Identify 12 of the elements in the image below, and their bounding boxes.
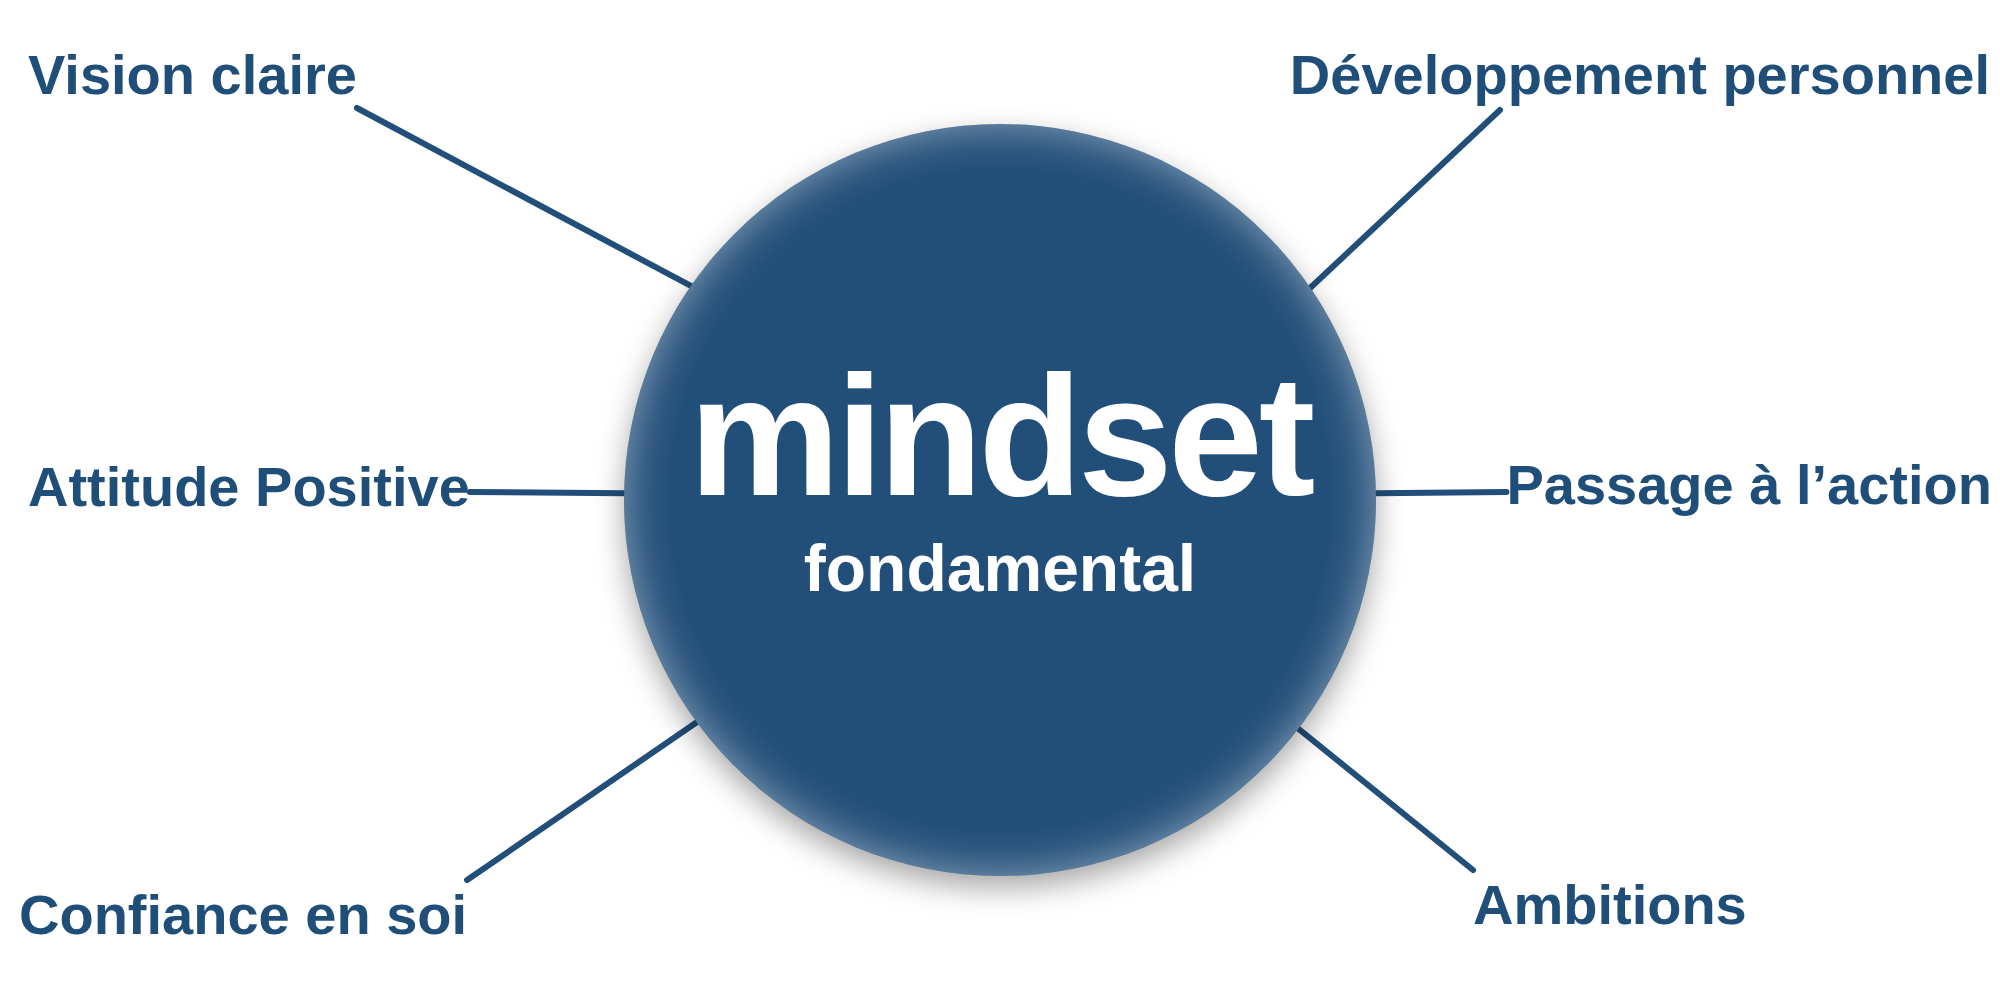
branch-label: Attitude Positive — [28, 452, 470, 522]
branch-label: Passage à l’action — [1506, 450, 1992, 520]
central-subtitle: fondamental — [803, 529, 1197, 607]
branch-label: Vision claire — [28, 40, 357, 110]
branch-label: Confiance en soi — [19, 880, 468, 950]
connector-line — [1295, 725, 1476, 873]
connector-line — [1307, 107, 1503, 291]
central-title: mindset — [689, 350, 1311, 521]
branch-label: Développement personnel — [1289, 40, 1990, 110]
connector-line — [464, 719, 700, 883]
connector-line — [353, 105, 694, 289]
branch-label: Ambitions — [1473, 870, 1747, 940]
